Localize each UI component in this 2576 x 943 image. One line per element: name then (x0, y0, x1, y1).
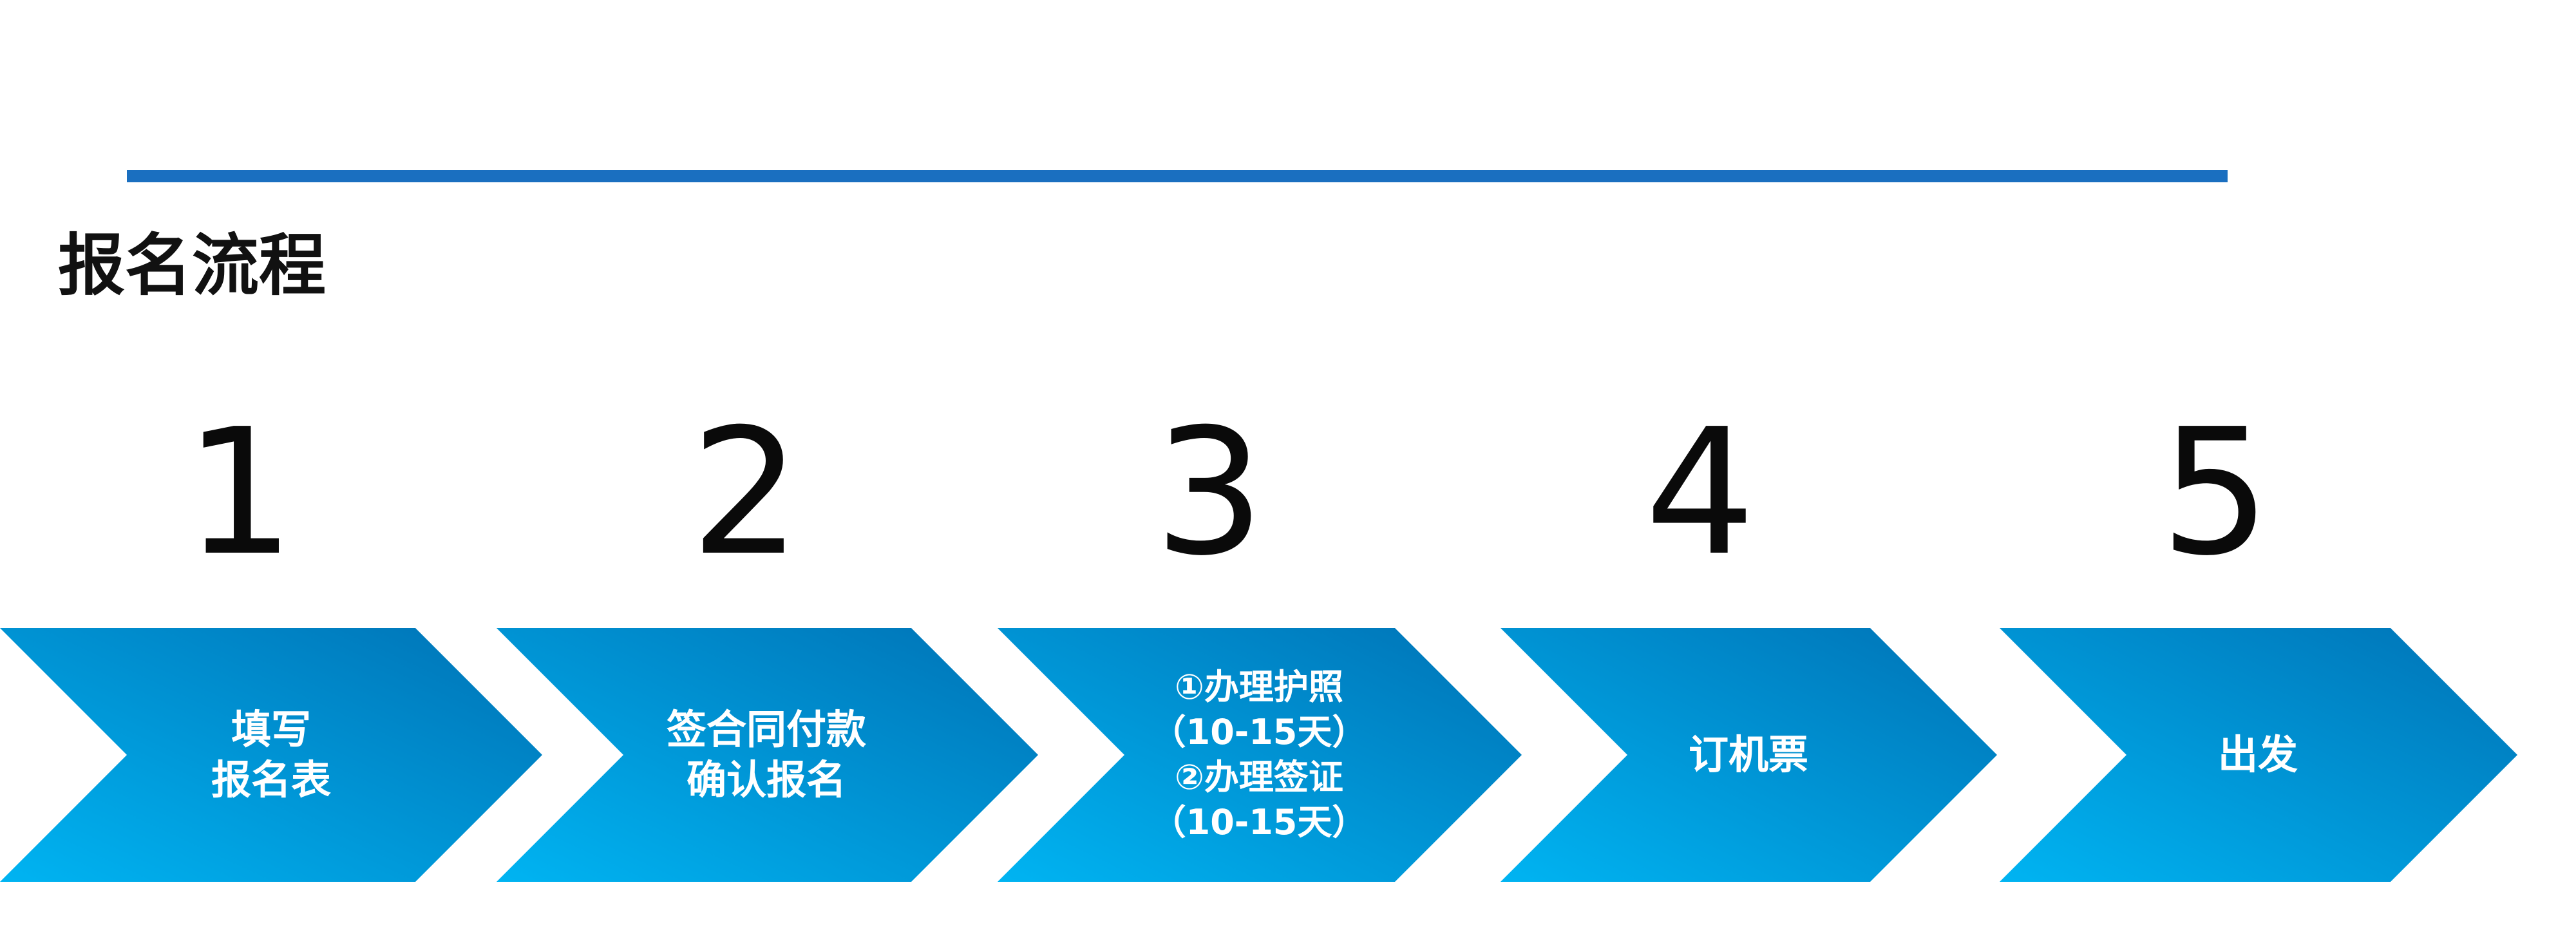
step-number-2: 2 (690, 391, 801, 594)
page-title: 报名流程 (58, 226, 327, 305)
step-label-line: 报名表 (211, 756, 331, 803)
step-number-3: 3 (1154, 391, 1265, 594)
chevron-step-2 (497, 628, 1038, 882)
step-label-line: （10-15天） (1151, 712, 1367, 752)
chevron-step-3 (998, 628, 1522, 882)
step-number-5: 5 (2160, 391, 2271, 594)
step-label-line: （10-15天） (1151, 802, 1367, 843)
chevron-step-5 (2000, 628, 2517, 882)
step-label-line: 出发 (2217, 731, 2298, 778)
step-number-4: 4 (1645, 391, 1756, 594)
step-label-line: 订机票 (1688, 731, 1808, 778)
step-label-1: 填写 报名表 (104, 628, 439, 882)
chevron-step-1 (0, 628, 542, 882)
step-label-line: ①办理护照 (1175, 667, 1343, 707)
step-number-1: 1 (184, 391, 295, 594)
step-label-4: 订机票 (1581, 628, 1916, 882)
step-label-5: 出发 (2090, 628, 2425, 882)
step-label-line: 确认报名 (686, 756, 846, 803)
step-label-line: ②办理签证 (1175, 757, 1343, 797)
step-label-2: 签合同付款 确认报名 (599, 628, 934, 882)
chevron-step-4 (1501, 628, 1997, 882)
step-label-line: 填写 (231, 706, 311, 753)
top-divider-line (127, 170, 2228, 182)
step-label-3: ①办理护照 （10-15天） ②办理签证 （10-15天） (1092, 628, 1426, 882)
step-label-line: 签合同付款 (666, 706, 866, 753)
